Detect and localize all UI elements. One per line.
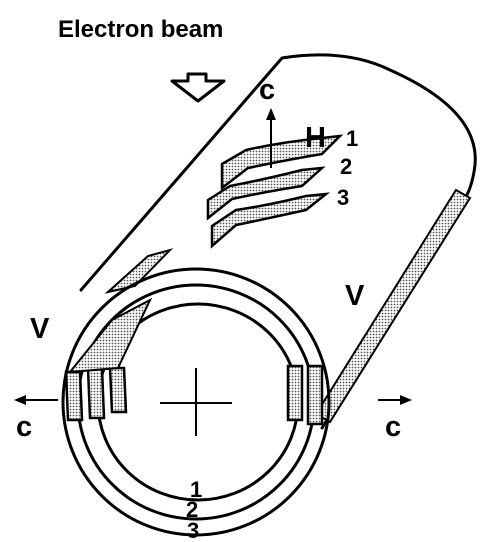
- c-axis-right-arrowhead-icon: [400, 395, 412, 405]
- diagram-title: Electron beam: [58, 16, 223, 43]
- h-sheet-1: [220, 134, 344, 191]
- sheet-number-1: 1: [346, 126, 358, 151]
- label-c-left: c: [16, 411, 32, 443]
- v-section-right-2: [306, 364, 324, 426]
- label-c-top: c: [259, 74, 275, 106]
- side-stripe-left: [104, 248, 174, 294]
- sheet-number-2: 2: [340, 154, 352, 179]
- v-section-left-2: [86, 366, 106, 420]
- beam-arrow-icon: [170, 72, 226, 103]
- c-axis-up-arrowhead-icon: [266, 108, 276, 120]
- h-sheet-2: [206, 166, 326, 221]
- c-axis-left-arrowhead-icon: [14, 395, 26, 405]
- v-section-left-1: [108, 366, 128, 414]
- label-v-right: V: [345, 280, 365, 312]
- v-band-left: [67, 297, 153, 374]
- label-v-left: V: [30, 313, 50, 345]
- label-c-right: c: [385, 411, 401, 443]
- h-sheet-3: [210, 192, 331, 249]
- cylinder-outline: [79, 53, 477, 292]
- ring-3: [61, 267, 331, 537]
- ring-number-3: 3: [187, 518, 199, 542]
- label-h: H: [305, 122, 326, 154]
- side-stripe-right: [314, 188, 472, 424]
- sheet-number-3: 3: [337, 185, 349, 210]
- ring-number-2: 2: [186, 497, 198, 522]
- ring-number-1: 1: [190, 477, 202, 502]
- v-section-right-1: [286, 364, 304, 422]
- v-section-left-3: [64, 370, 84, 422]
